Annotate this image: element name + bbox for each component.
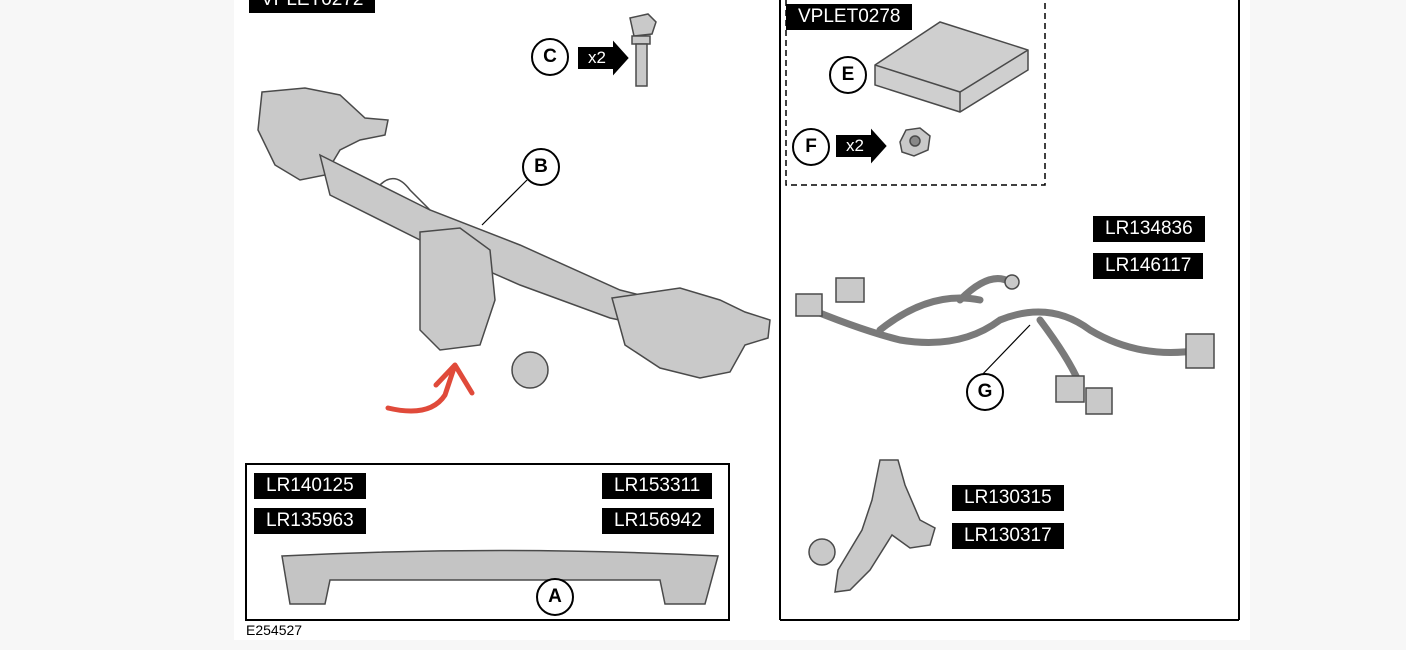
callout-g: G: [966, 373, 1004, 411]
tag-lr156942: LR156942: [602, 508, 714, 534]
module-drawing: [874, 21, 1029, 113]
tag-vplet0272: VPLET0272: [249, 0, 376, 13]
nut-drawing: [899, 127, 931, 157]
tag-lr153311: LR153311: [602, 473, 713, 499]
tag-lr130315: LR130315: [952, 485, 1064, 511]
tow-bar-beam-drawing: [257, 87, 771, 389]
figure-id: E254527: [246, 622, 303, 638]
bumper-kit-box: [245, 463, 730, 621]
module-dashed-box: [785, 0, 1046, 186]
nut-quantity-label: x2: [846, 136, 864, 155]
callout-f: F: [792, 128, 830, 166]
callout-a: A: [536, 578, 574, 616]
tag-lr146117: LR146117: [1093, 253, 1204, 279]
callout-e: E: [829, 56, 867, 94]
bumper-trim-drawing: [281, 549, 719, 605]
bolt-drawing: [629, 13, 657, 87]
nut-quantity-arrow: [834, 123, 890, 169]
tag-lr135963: LR135963: [254, 508, 366, 534]
callout-c: C: [531, 38, 569, 76]
bolt-quantity-arrow: [576, 35, 632, 81]
tag-lr140125: LR140125: [254, 473, 366, 499]
red-arrow-annotation: [385, 362, 475, 414]
tag-lr130317: LR130317: [952, 523, 1064, 549]
tow-ball-drawing: [808, 459, 936, 593]
callout-b: B: [522, 148, 560, 186]
tag-vplet0278: VPLET0278: [786, 4, 913, 30]
leader-lines: [481, 179, 1031, 379]
bolt-quantity-label: x2: [588, 48, 606, 67]
tag-lr134836: LR134836: [1093, 216, 1205, 242]
harness-connectors: [795, 274, 1215, 415]
